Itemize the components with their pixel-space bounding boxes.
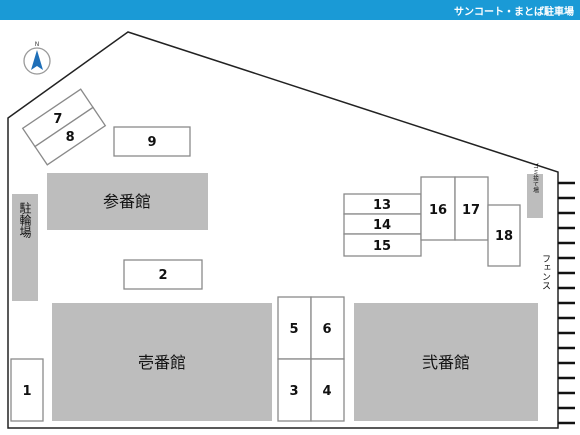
parking-slot-17-label: 17 — [462, 203, 480, 218]
parking-slot-16[interactable] — [420, 176, 456, 241]
header-bar: サンコート・まとば駐車場 — [0, 0, 580, 20]
parking-slot-18[interactable] — [487, 204, 521, 267]
parking-slot-18-label: 18 — [495, 229, 513, 244]
parking-slot-15-label: 15 — [373, 239, 391, 254]
parking-slot-9[interactable] — [113, 126, 191, 157]
building-ichi — [52, 303, 272, 421]
parking-slot-4[interactable] — [310, 358, 345, 422]
parking-slot-2-label: 2 — [158, 268, 167, 283]
parking-slot-1[interactable] — [10, 358, 44, 422]
parking-slot-16-label: 16 — [429, 203, 447, 218]
parking-slot-5-label: 5 — [289, 322, 298, 337]
north-arrow-icon: N — [23, 41, 51, 75]
building-ni — [354, 303, 538, 421]
parking-slot-6[interactable] — [310, 296, 345, 360]
parking-slot-7-label: 7 — [53, 112, 62, 127]
parking-slot-13-label: 13 — [373, 198, 391, 213]
compass-label: N — [35, 41, 40, 48]
building-san-label: 参番館 — [103, 192, 151, 211]
parking-slot-8[interactable] — [34, 106, 107, 166]
parking-slot-4-label: 4 — [322, 384, 331, 399]
building-san — [47, 173, 208, 230]
parking-slot-6-label: 6 — [322, 322, 331, 337]
bike-parking-label: 駐輪場 — [18, 201, 32, 239]
parking-slot-15[interactable] — [343, 233, 422, 257]
parking-slot-2[interactable] — [123, 259, 203, 290]
parking-slot-17[interactable] — [454, 176, 489, 241]
parking-slot-8-label: 8 — [66, 130, 75, 145]
garbage-area-label: ゴミ捨て場 — [532, 162, 539, 194]
page-title: サンコート・まとば駐車場 — [454, 7, 574, 18]
building-ichi-label: 壱番館 — [138, 353, 186, 372]
parking-slot-14-label: 14 — [373, 218, 391, 233]
site-outline — [7, 31, 559, 429]
parking-slot-3-label: 3 — [289, 384, 298, 399]
bike-parking — [12, 194, 38, 301]
fence — [558, 181, 575, 425]
parking-slot-3[interactable] — [277, 358, 312, 422]
garbage-area — [527, 174, 543, 218]
parking-slot-1-label: 1 — [22, 384, 31, 399]
building-ni-label: 弐番館 — [422, 353, 470, 372]
fence-label: フェンス — [540, 254, 550, 290]
parking-slot-9-label: 9 — [147, 135, 156, 150]
